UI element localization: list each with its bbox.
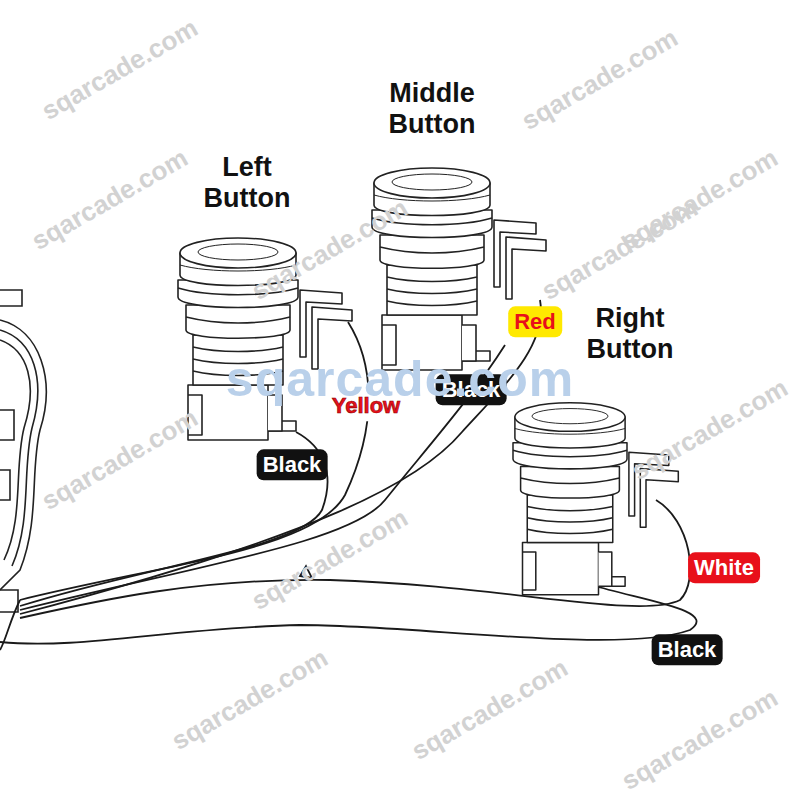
watermark: sqarcade.com (247, 503, 413, 616)
watermark: sqarcade.com (407, 653, 573, 766)
button-name: Right Button (587, 303, 674, 365)
button-name: Middle Button (389, 78, 476, 140)
watermark: sqarcade.com (517, 23, 683, 136)
wire-color-tag: Red (508, 306, 562, 337)
watermark: sqarcade.com (226, 351, 574, 409)
watermark: sqarcade.com (617, 683, 783, 796)
button-name: Left Button (204, 152, 291, 214)
watermark: sqarcade.com (537, 193, 703, 306)
wire-color-tag: White (688, 552, 760, 583)
harness (0, 290, 46, 612)
watermark: sqarcade.com (37, 13, 203, 126)
wire-color-tag: Black (257, 449, 328, 480)
wire-color-tag: Black (652, 634, 723, 665)
watermark: sqarcade.com (627, 373, 793, 486)
watermark: sqarcade.com (27, 143, 193, 256)
watermark: sqarcade.com (167, 643, 333, 756)
watermark: sqarcade.com (37, 403, 203, 516)
wires (0, 300, 697, 650)
